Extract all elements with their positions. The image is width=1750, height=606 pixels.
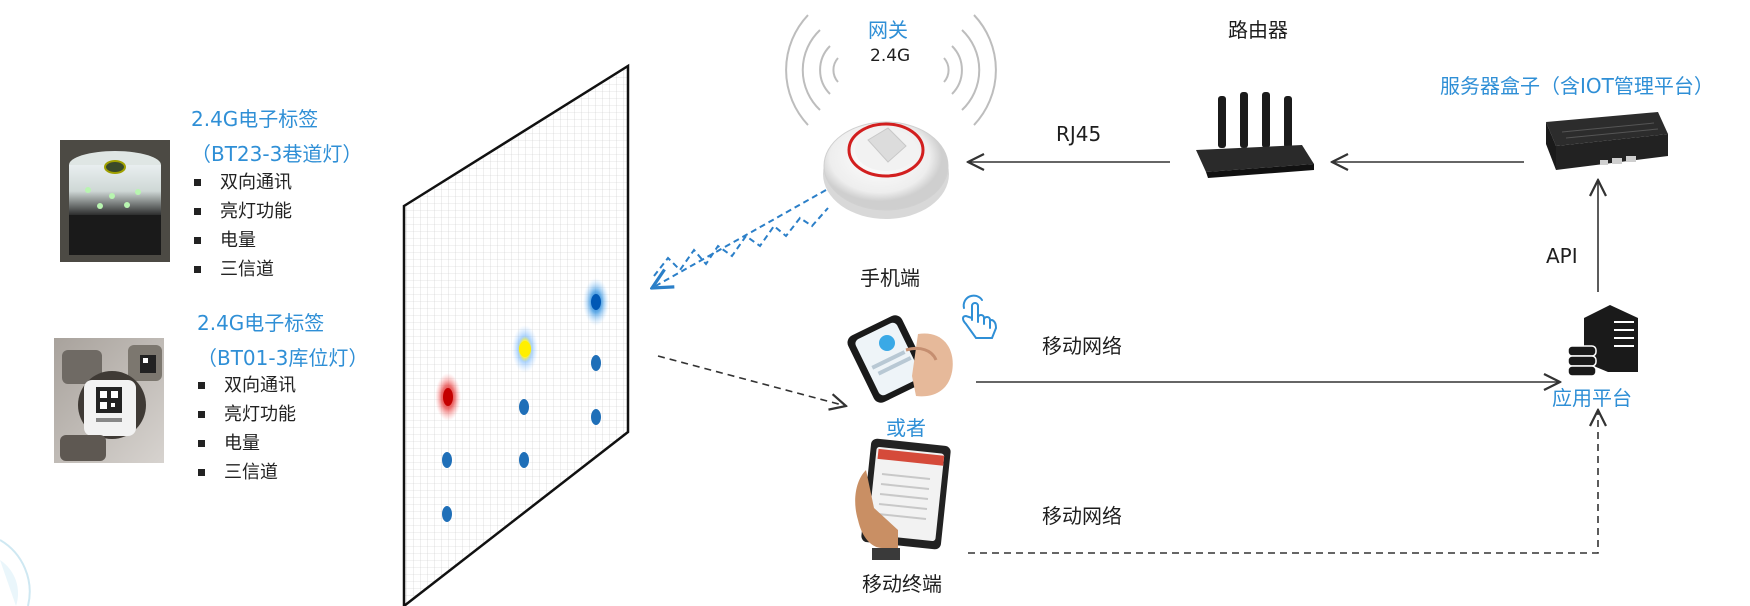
location-lamp-photo	[54, 338, 164, 463]
yellow-light-dot	[519, 341, 531, 357]
gateway-frequency: 2.4G	[870, 46, 911, 66]
tag2-model: （BT01-3库位灯）	[197, 346, 369, 370]
server-box-label: 服务器盒子（含IOT管理平台）	[1440, 74, 1714, 98]
tag2-feature-item: 电量	[196, 429, 296, 458]
red-light-dot	[443, 388, 453, 406]
lane-lamp-photo	[60, 140, 170, 262]
server-box-device	[1546, 112, 1668, 170]
mobile-network-label-2: 移动网络	[1042, 504, 1122, 528]
api-label: API	[1546, 244, 1578, 268]
tag2-feature-item: 三信道	[196, 458, 296, 487]
gateway-device	[823, 121, 949, 219]
shelf-dots	[442, 355, 601, 522]
router-device	[1196, 92, 1314, 178]
or-label: 或者	[886, 416, 926, 440]
tag2-feature-list: 双向通讯 亮灯功能 电量 三信道	[196, 371, 296, 487]
decorative-arc	[0, 539, 31, 606]
app-platform-label: 应用平台	[1552, 386, 1632, 410]
mobile-terminal-label: 移动终端	[862, 572, 942, 596]
wifi-signal-icon	[785, 14, 997, 126]
tag1-feature-item: 三信道	[192, 255, 292, 284]
phone-label: 手机端	[860, 266, 920, 290]
wireless-signal-line	[652, 189, 829, 288]
tag2-title: 2.4G电子标签	[197, 311, 325, 335]
tag1-feature-list: 双向通讯 亮灯功能 电量 三信道	[192, 168, 292, 284]
router-label: 路由器	[1228, 18, 1288, 42]
mobile-network-label-1: 移动网络	[1042, 334, 1122, 358]
server-stack-icon	[1567, 305, 1638, 377]
tap-gesture-icon	[962, 294, 998, 339]
tag2-feature-item: 双向通讯	[196, 371, 296, 400]
gateway-title: 网关	[868, 18, 908, 42]
tag1-feature-item: 亮灯功能	[192, 197, 292, 226]
rj45-label: RJ45	[1056, 122, 1102, 146]
phone-device	[847, 315, 953, 403]
tag1-feature-item: 双向通讯	[192, 168, 292, 197]
tag2-feature-item: 亮灯功能	[196, 400, 296, 429]
tag1-feature-item: 电量	[192, 226, 292, 255]
tag1-model: （BT23-3巷道灯）	[191, 142, 363, 166]
terminal-to-platform-arrow	[968, 410, 1598, 554]
blue-light-dot	[591, 294, 601, 310]
tag1-title: 2.4G电子标签	[191, 107, 319, 131]
shelf-to-phone-arrow	[657, 355, 846, 406]
tablet-device	[855, 438, 951, 560]
